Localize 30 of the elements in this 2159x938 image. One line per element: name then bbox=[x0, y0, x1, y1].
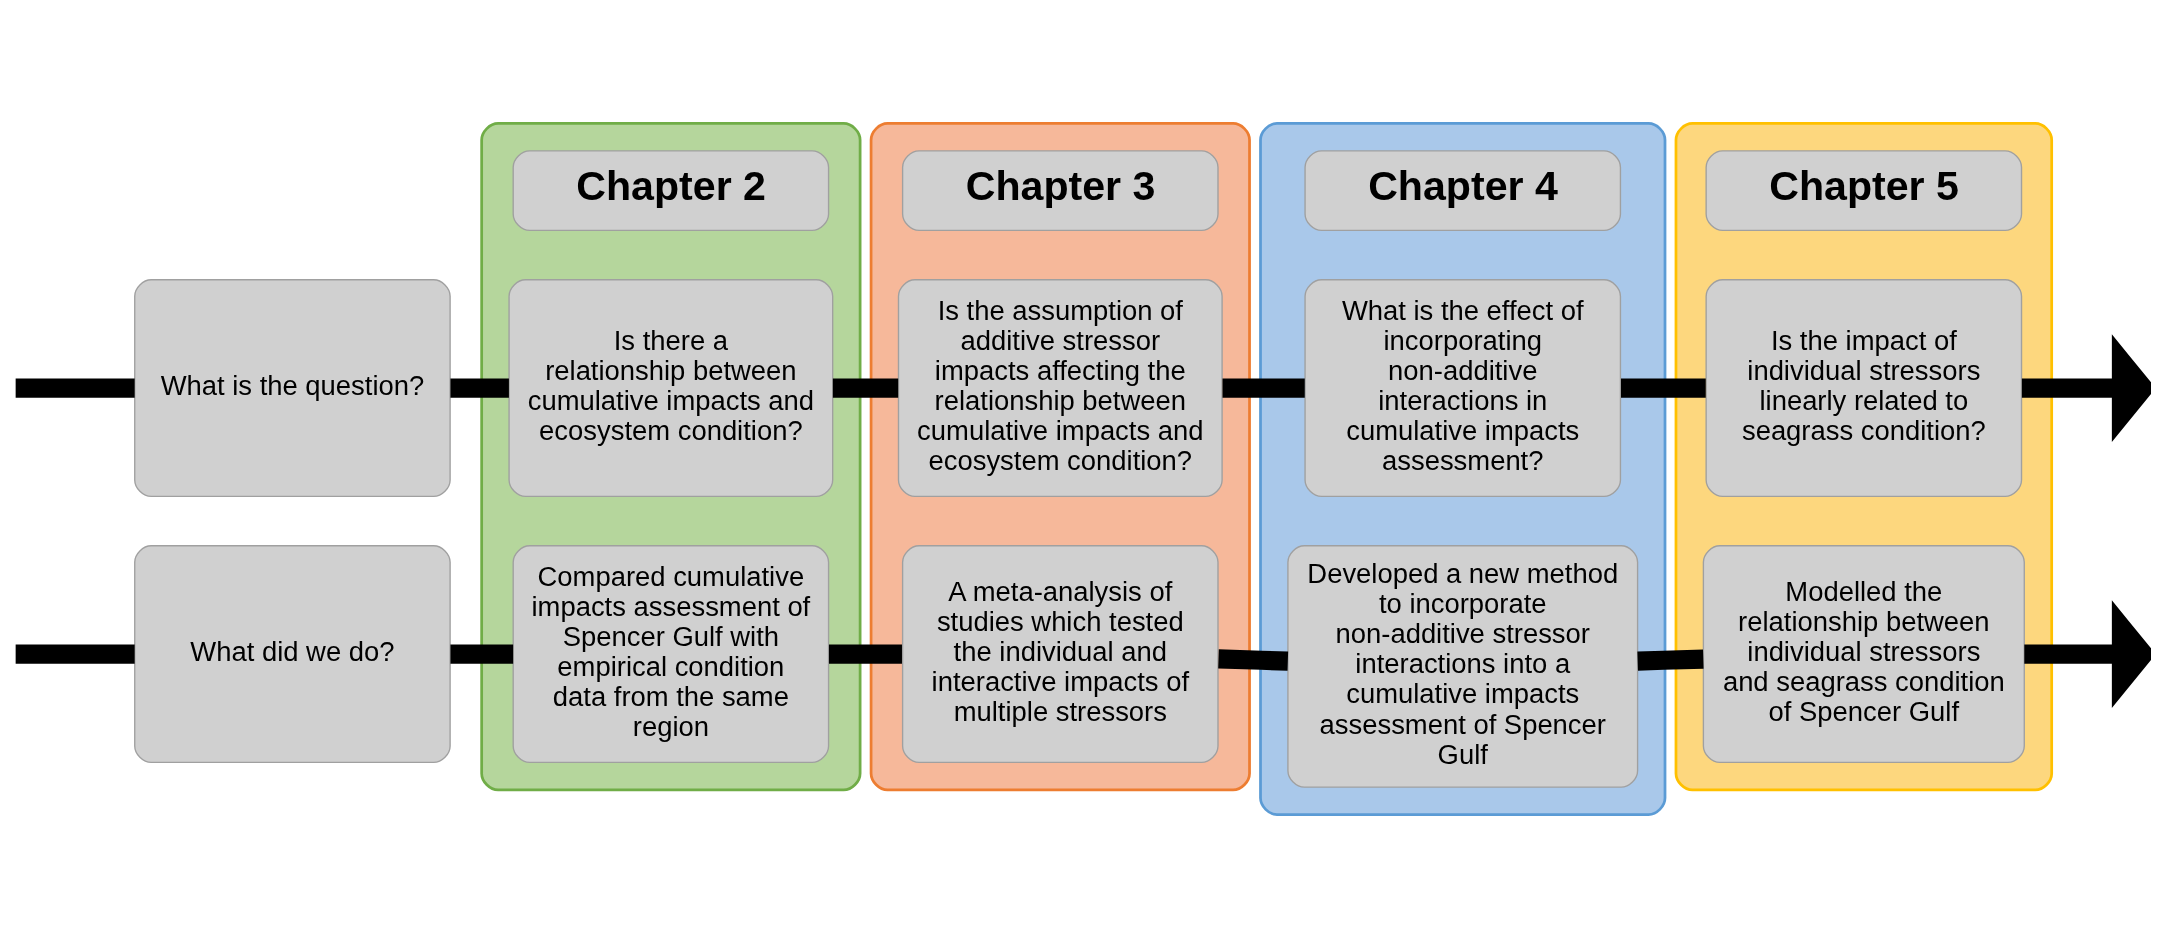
arrow bbox=[2021, 334, 2151, 442]
node-box: Chapter 4 bbox=[1304, 150, 1622, 232]
node-box: Chapter 2 bbox=[512, 150, 830, 232]
connector bbox=[832, 378, 899, 398]
connector bbox=[450, 378, 509, 398]
node-box: What is the effect of incorporating non-additive interactions in cumulative impacts assessment? bbox=[1304, 279, 1622, 498]
node-box: Developed a new method to incorporate non-additive stressor interactions into a cumulative impacts assessment of Spencer Gulf bbox=[1287, 545, 1639, 788]
node-box: What did we do? bbox=[134, 545, 451, 764]
node-box: Chapter 5 bbox=[1705, 150, 2023, 232]
node-box: Is the assumption of additive stressor impacts affecting the relationship between cumulative impacts and ecosystem condition? bbox=[897, 279, 1223, 498]
node-box: Modelled the relationship between individual stressors and seagrass condition of Spencer Gulf bbox=[1702, 545, 2025, 764]
cluster bbox=[1674, 122, 2054, 792]
connector bbox=[1637, 649, 1704, 671]
node-box: Is the impact of individual stressors linearly related to seagrass condition? bbox=[1705, 279, 2023, 498]
cluster bbox=[480, 122, 862, 792]
node-box: What is the question? bbox=[134, 279, 451, 498]
cluster bbox=[1259, 122, 1667, 816]
connector bbox=[1621, 378, 1706, 398]
node-box: A meta-analysis of studies which tested the individual and interactive impacts of multiple stressors bbox=[901, 545, 1219, 764]
connector bbox=[15, 378, 135, 398]
node-box: Is there a relationship between cumulative impacts and ecosystem condition? bbox=[508, 279, 834, 498]
connector bbox=[1222, 378, 1305, 398]
node-box: Compared cumulative impacts assessment of Spencer Gulf with empirical condition data from the same region bbox=[512, 545, 830, 764]
connector bbox=[1218, 649, 1289, 671]
connector bbox=[828, 644, 902, 664]
connector bbox=[450, 644, 514, 664]
arrow bbox=[2024, 600, 2151, 708]
node-box: Chapter 3 bbox=[901, 150, 1219, 232]
connector bbox=[15, 644, 135, 664]
cluster bbox=[869, 122, 1251, 792]
